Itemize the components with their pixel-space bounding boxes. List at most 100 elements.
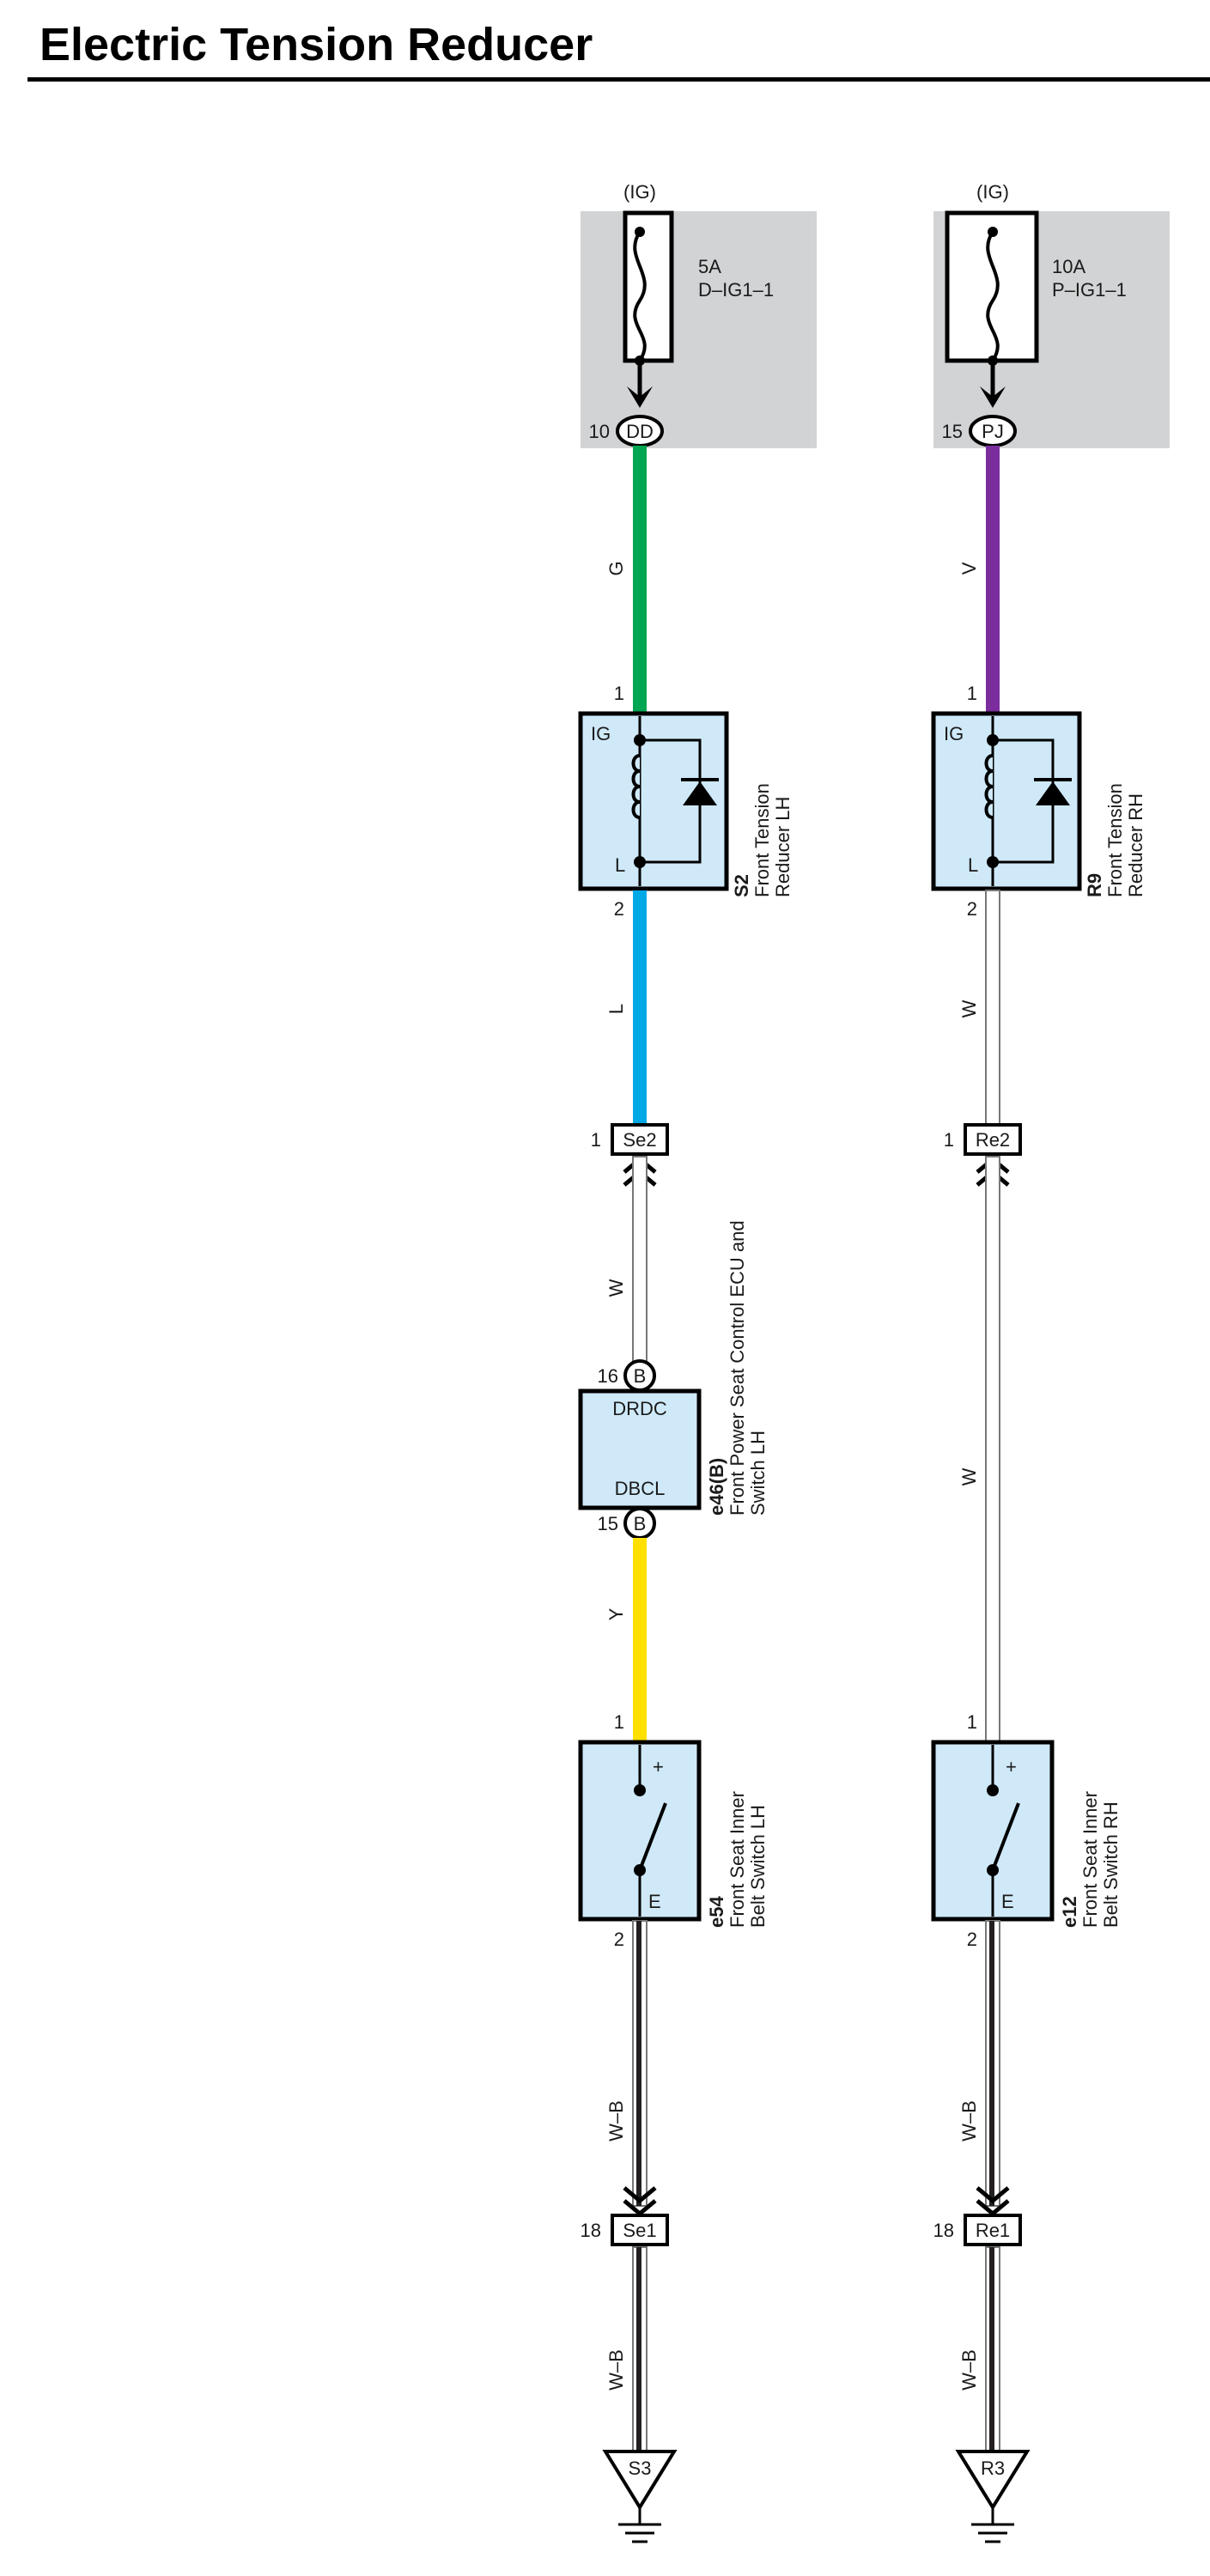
terminal-label: L [615, 854, 625, 876]
component-name: Front Seat Inner [727, 1791, 748, 1928]
tension-reducer-lh: IG L S2 Front Tension Reducer LH [578, 711, 793, 897]
fuse-box-lh: (IG) 5A D–IG1–1 DD 10 [581, 181, 817, 448]
wire-white [632, 1156, 648, 1366]
junction-code: Re1 [976, 2220, 1010, 2241]
ground-point-icon [602, 2450, 678, 2511]
wire-code: W [958, 999, 980, 1018]
component-name: Reducer RH [1125, 793, 1146, 897]
junction-connector [964, 2214, 1022, 2246]
belt-switch-lh: + E e54 Front Seat Inner Belt Switch LH [578, 1740, 769, 1928]
arrow-down-icon [627, 386, 653, 408]
pin-number: 16 [598, 1365, 618, 1387]
supply-connector-pin: 10 [589, 421, 610, 442]
wire-code: W–B [605, 2349, 627, 2391]
fuse-rating: 10A [1052, 256, 1085, 277]
pin-number: 1 [967, 1711, 977, 1733]
tension-reducer-rh: IG L R9 Front Tension Reducer RH [931, 711, 1146, 897]
title-rule [27, 77, 1210, 82]
diode-icon [683, 781, 717, 805]
fuse-name: D–IG1–1 [698, 279, 774, 301]
belt-switch-rh: + E e12 Front Seat Inner Belt Switch RH [931, 1740, 1122, 1928]
ground-s3: S3 [602, 2450, 678, 2543]
wire-blue [633, 890, 647, 1129]
ground-r3: R3 [955, 2450, 1031, 2543]
ground-code: R3 [981, 2458, 1005, 2479]
component-name: Front Tension [1104, 783, 1126, 897]
component-code: S2 [731, 874, 752, 897]
pin-number: 2 [614, 898, 624, 920]
wire-white-black [985, 2246, 1000, 2454]
component-code: e54 [706, 1896, 727, 1928]
fuse-box-background [581, 211, 817, 448]
wire-green [633, 446, 647, 715]
junction-connector [964, 1123, 1022, 1156]
coil-icon [984, 754, 994, 819]
switch-contact-icon [638, 1802, 667, 1871]
component-code: R9 [1084, 873, 1105, 897]
supply-connector-code: PJ [982, 421, 1004, 442]
component-name: Belt Switch LH [747, 1805, 769, 1928]
pin-number: 2 [614, 1929, 624, 1950]
junction-connector [611, 2214, 669, 2246]
fuse-source-label: (IG) [976, 181, 1009, 203]
wire-code: V [958, 562, 980, 574]
power-seat-ecu-lh: B 16 DRDC DBCL B 15 e46(B) Front Power S… [578, 1220, 769, 1540]
component-code: e46(B) [706, 1458, 727, 1516]
fuse-terminal-icon [635, 227, 645, 237]
pin-number: 1 [614, 1711, 624, 1733]
pin-number: 18 [933, 2220, 954, 2241]
fuse-rating: 5A [698, 256, 721, 277]
terminal-label: DRDC [612, 1398, 667, 1419]
fuse-source-label: (IG) [623, 181, 656, 203]
pin-number: 15 [598, 1513, 618, 1534]
fuse-icon [986, 230, 1000, 362]
ground-point-icon [955, 2450, 1031, 2511]
terminal-label: + [653, 1756, 664, 1777]
terminal-label: IG [591, 723, 611, 744]
page-title: Electric Tension Reducer [40, 19, 593, 70]
pin-number: 1 [944, 1129, 954, 1151]
pin-number: 1 [591, 1129, 601, 1151]
component-name: Front Power Seat Control ECU and [727, 1220, 748, 1516]
pin-connector-code: B [634, 1365, 647, 1387]
junction-code: Se2 [623, 1129, 656, 1151]
wire-white-black [632, 2246, 648, 2454]
component-name: Switch LH [747, 1431, 769, 1516]
diode-icon [1036, 781, 1070, 805]
fuse-box-rh: (IG) 10A P–IG1–1 PJ 15 [933, 181, 1170, 448]
junction-connector [611, 1123, 669, 1156]
arrow-down-icon [980, 386, 1006, 408]
left-circuit: (IG) 5A D–IG1–1 DD 10 G 1 IG L [578, 181, 817, 2543]
terminal-label: DBCL [615, 1478, 666, 1499]
wire-white-black [632, 1920, 648, 2207]
pin-number: 1 [614, 683, 624, 704]
wire-code: W–B [958, 2100, 980, 2142]
pin-number: 18 [581, 2220, 601, 2241]
terminal-label: IG [944, 723, 964, 744]
wire-code: W–B [958, 2349, 980, 2391]
component-name: Reducer LH [772, 797, 793, 897]
terminal-label: + [1006, 1756, 1017, 1777]
terminal-label: E [1001, 1891, 1014, 1912]
fuse-frame [623, 210, 674, 363]
terminal-label: L [968, 854, 978, 876]
wire-code: L [605, 1004, 627, 1014]
pin-number: 2 [967, 1929, 977, 1950]
fuse-name: P–IG1–1 [1052, 279, 1127, 301]
component-name: Front Tension [751, 783, 773, 897]
wire-code: Y [605, 1607, 627, 1620]
component-name: Belt Switch RH [1100, 1801, 1122, 1928]
junction-code: Se1 [623, 2220, 656, 2241]
component-name: Front Seat Inner [1079, 1791, 1101, 1928]
fuse-icon [633, 230, 647, 362]
coil-icon [631, 754, 641, 819]
wire-violet [986, 446, 1000, 715]
terminal-label: E [648, 1891, 661, 1912]
junction-code: Re2 [976, 1129, 1010, 1151]
fuse-terminal-icon [988, 227, 998, 237]
supply-connector-pin: 15 [942, 421, 963, 442]
pin-number: 2 [967, 898, 977, 920]
pin-number: 1 [967, 683, 977, 704]
wire-white [985, 890, 1000, 1130]
wire-white [985, 1156, 1000, 1743]
